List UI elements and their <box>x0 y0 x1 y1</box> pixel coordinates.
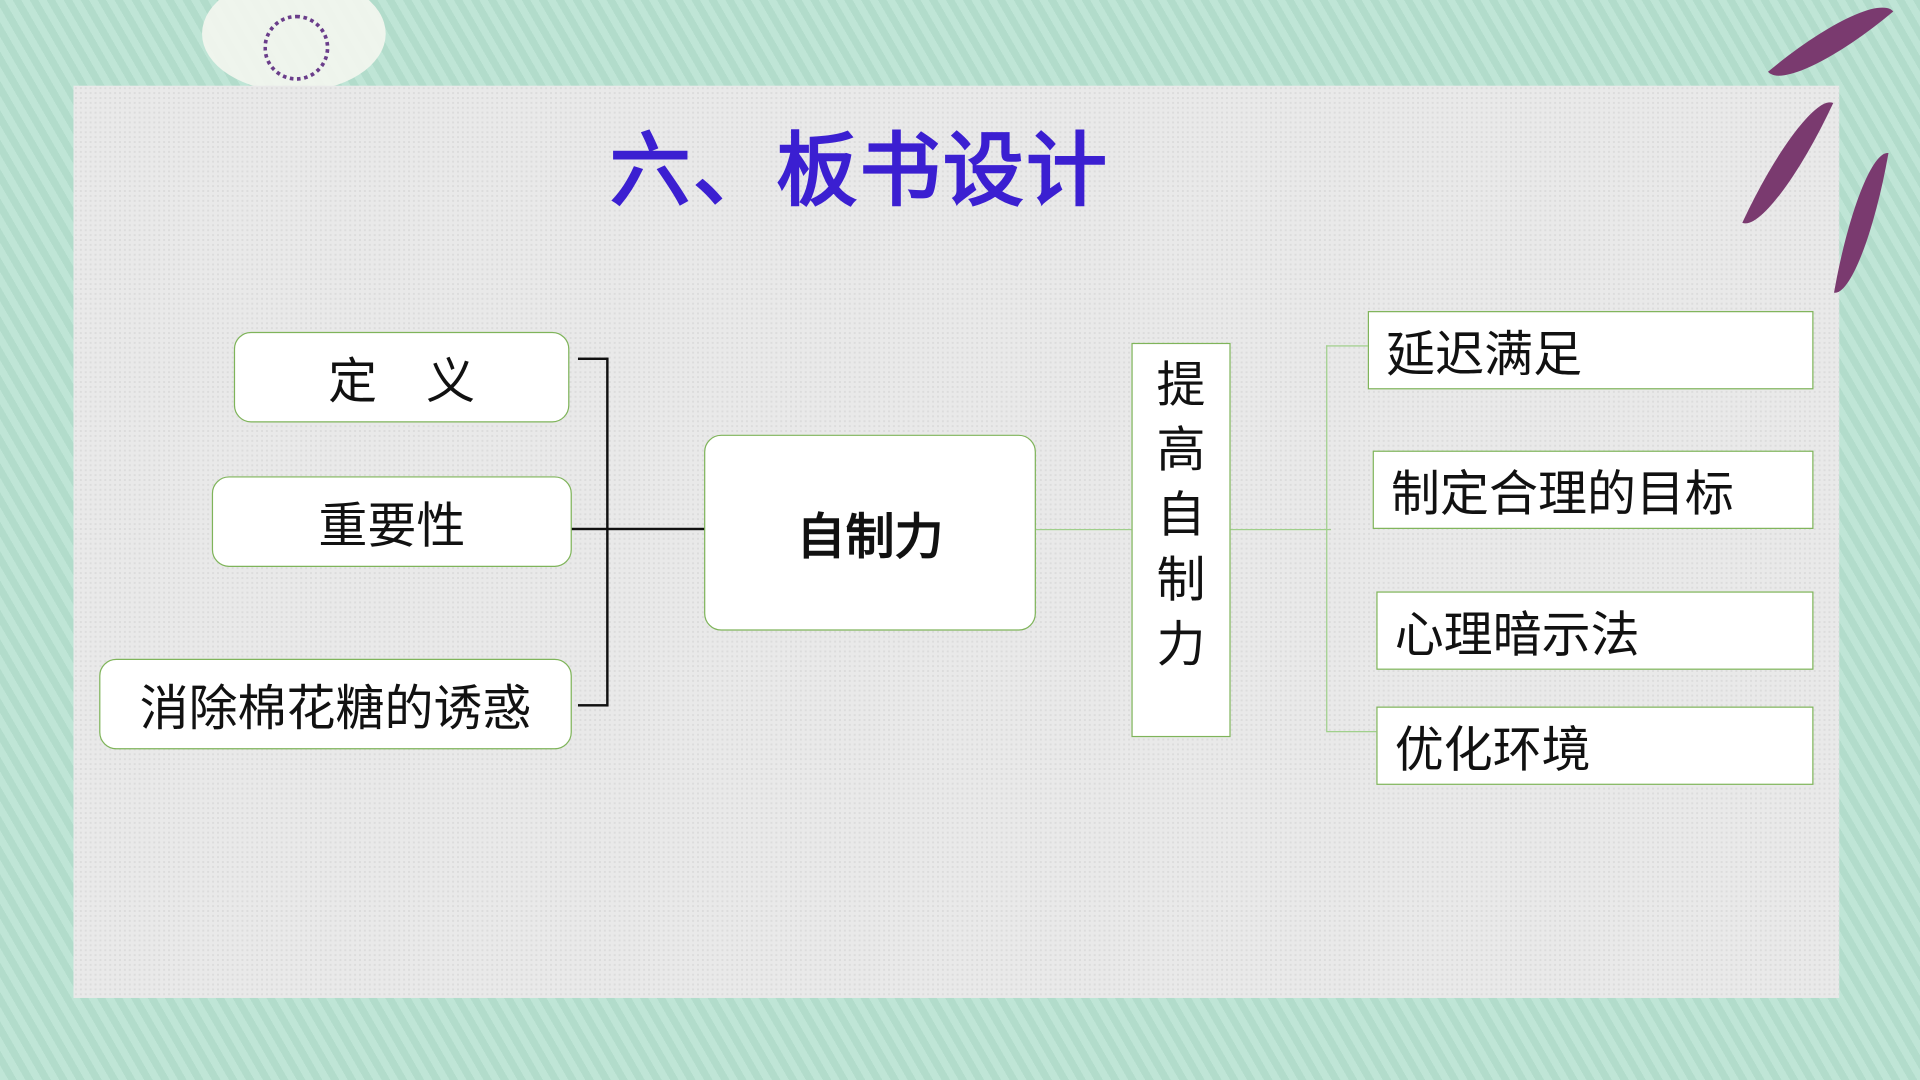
method-self-suggestion: 心理暗示法 <box>1376 591 1814 670</box>
leaf-decoration <box>1768 0 1894 99</box>
leaf-decoration <box>1834 147 1889 298</box>
arrow-to-methods <box>1230 528 1332 531</box>
flower-center-decoration <box>263 14 330 81</box>
method-optimize-environment: 优化环境 <box>1376 706 1814 785</box>
methods-bracket <box>1326 345 1328 732</box>
node-definition: 定 义 <box>233 331 570 423</box>
arrow-to-improve <box>1035 528 1132 531</box>
node-improve-self-control: 提 高 自 制 力 <box>1131 342 1231 738</box>
vertical-char: 制 <box>1156 552 1206 609</box>
bracket-vertical <box>606 357 609 707</box>
node-self-control: 自制力 <box>704 434 1036 631</box>
method-set-goals: 制定合理的目标 <box>1372 450 1814 529</box>
vertical-char: 提 <box>1156 357 1206 414</box>
node-importance: 重要性 <box>211 476 572 567</box>
slide-title: 六、板书设计 <box>609 123 1110 218</box>
node-marshmallow: 消除棉花糖的诱惑 <box>99 658 572 750</box>
methods-bracket-top <box>1326 345 1369 347</box>
vertical-char: 高 <box>1156 422 1206 479</box>
vertical-char: 力 <box>1156 617 1206 674</box>
connector-line <box>571 527 707 531</box>
bracket-bottom <box>577 704 608 707</box>
methods-bracket-bottom <box>1326 731 1377 733</box>
method-delayed-gratification: 延迟满足 <box>1367 311 1814 390</box>
vertical-char: 自 <box>1156 487 1206 544</box>
bracket-top <box>577 357 608 361</box>
